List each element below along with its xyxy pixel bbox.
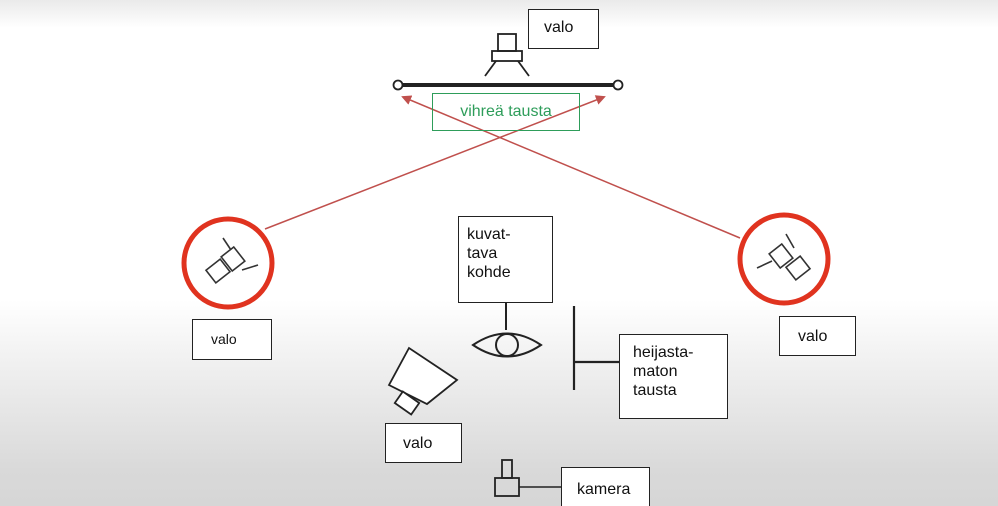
right-light-label-text: valo	[798, 328, 828, 345]
green-background-text: vihreä tausta	[460, 103, 552, 120]
left-light-icon	[181, 216, 275, 310]
green-screen-bar	[392, 79, 624, 91]
subject-eye-icon	[471, 303, 543, 358]
right-light-icon	[737, 212, 831, 306]
top-light-label-text: valo	[544, 19, 574, 36]
non-reflective-label-line: maton	[633, 363, 678, 380]
subject-label: kuvat- tava kohde	[458, 216, 553, 303]
non-reflective-label: heijasta- maton tausta	[619, 334, 728, 419]
top-light-icon	[484, 33, 530, 77]
non-reflective-label-line: heijasta-	[633, 344, 694, 361]
subject-label-line: kuvat-	[467, 226, 511, 243]
subject-label-line: tava	[467, 245, 498, 262]
green-background-label: vihreä tausta	[432, 93, 580, 131]
bottom-light-icon	[387, 346, 459, 416]
right-light-label: valo	[779, 316, 856, 356]
camera-label: kamera	[561, 467, 650, 506]
non-reflective-panel	[572, 306, 620, 390]
bottom-light-label-text: valo	[403, 435, 433, 452]
left-light-label-text: valo	[211, 331, 237, 347]
camera-icon	[494, 459, 562, 497]
left-light-label: valo	[192, 319, 272, 360]
top-light-label: valo	[528, 9, 599, 49]
subject-label-line: kohde	[467, 264, 511, 281]
bottom-light-label: valo	[385, 423, 462, 463]
non-reflective-label-line: tausta	[633, 382, 677, 399]
light-ray-right	[401, 95, 741, 239]
camera-label-text: kamera	[577, 481, 631, 498]
light-ray-left	[264, 95, 606, 230]
